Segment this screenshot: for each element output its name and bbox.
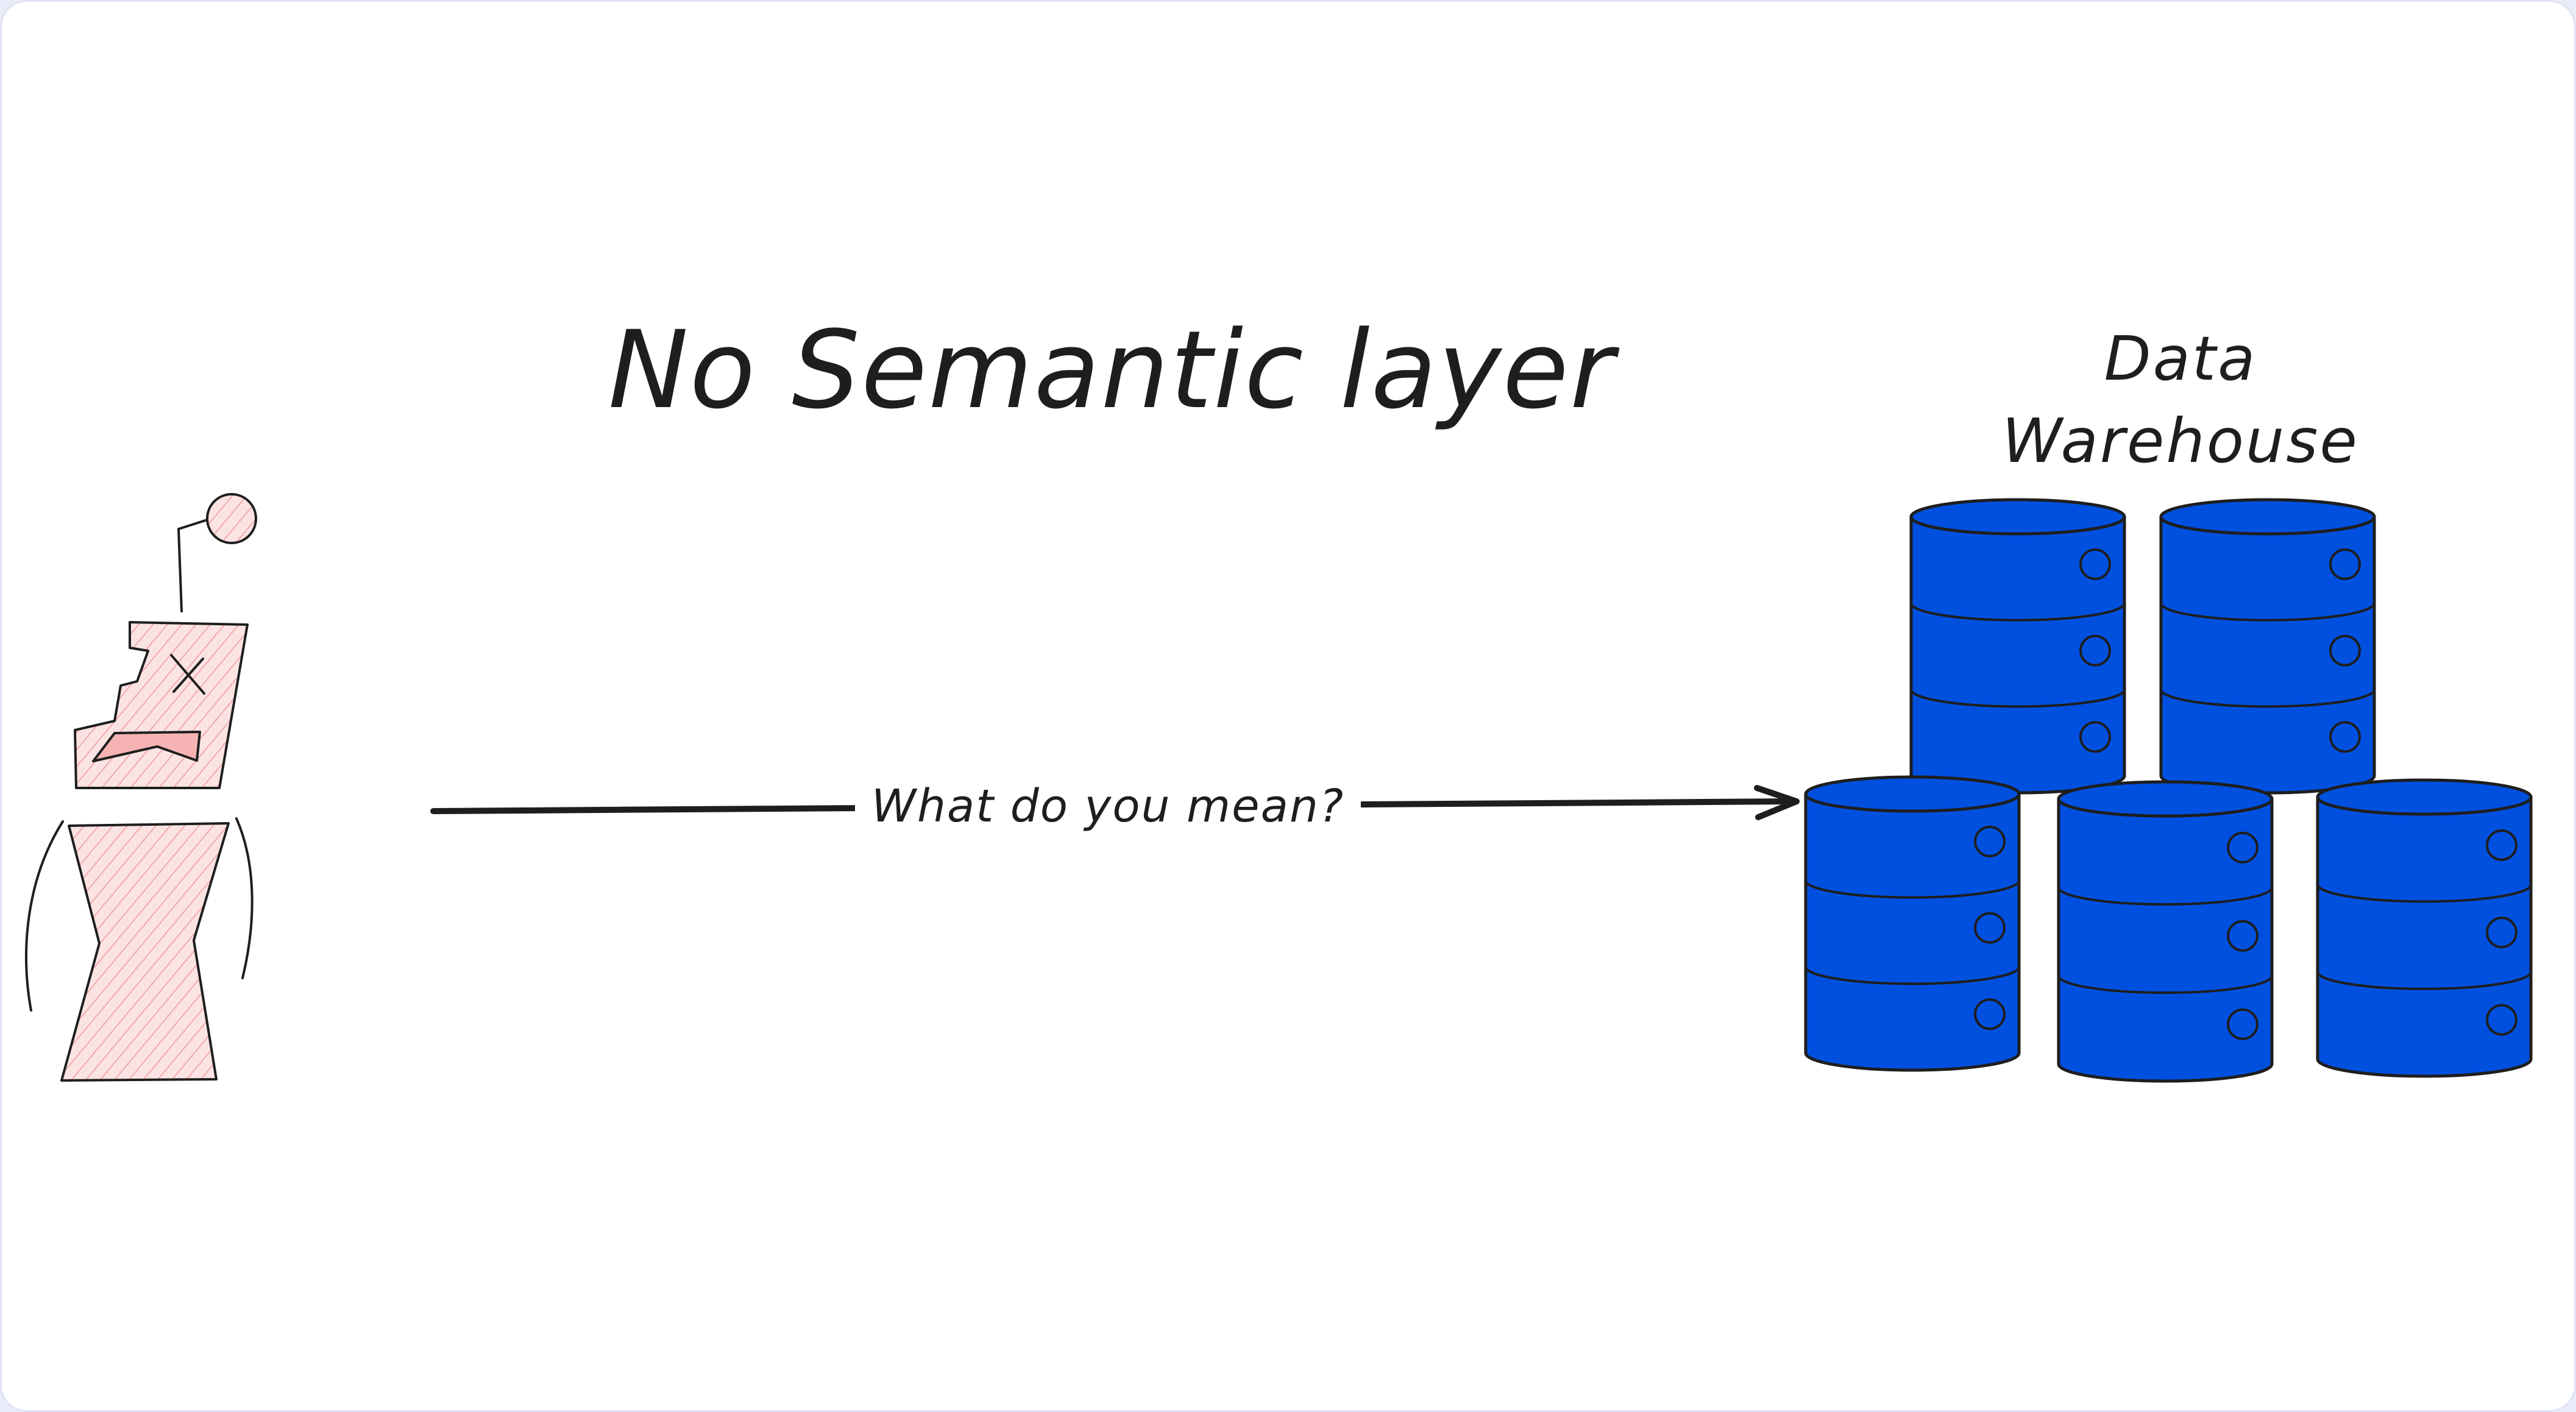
cylinder-body bbox=[1804, 792, 2021, 1072]
cylinder-band-line bbox=[2160, 689, 2376, 708]
cylinder-indicator-icon bbox=[2486, 917, 2517, 949]
cylinder-indicator-icon bbox=[2329, 634, 2361, 667]
cylinder-band-line bbox=[1804, 880, 2020, 899]
warehouse-label-line1: Data bbox=[2104, 323, 2257, 394]
cylinder-band-line bbox=[1910, 603, 2126, 622]
database-cylinder-icon bbox=[1909, 498, 2126, 795]
warehouse-label-line2: Warehouse bbox=[2002, 405, 2359, 477]
cylinder-indicator-icon bbox=[2486, 1004, 2517, 1036]
cylinder-band-line bbox=[2316, 884, 2532, 903]
person-right-arm-icon bbox=[235, 817, 254, 979]
cylinder-indicator-icon bbox=[2227, 1008, 2258, 1040]
arrowhead-icon bbox=[1754, 785, 1800, 820]
cylinder-top bbox=[2316, 778, 2533, 816]
cylinder-indicator-icon bbox=[2079, 548, 2111, 580]
cylinder-band-line bbox=[1804, 967, 2020, 985]
cylinder-top bbox=[2159, 498, 2376, 536]
cylinder-top bbox=[1909, 498, 2126, 536]
connector-label: What do you mean? bbox=[871, 780, 1344, 832]
cylinder-indicator-icon bbox=[2486, 829, 2517, 861]
database-cylinder-icon bbox=[2159, 498, 2376, 795]
database-cylinder-icon bbox=[2316, 778, 2533, 1078]
cylinder-indicator-icon bbox=[2329, 721, 2361, 753]
cylinder-indicator-icon bbox=[1974, 825, 2006, 857]
person-antenna-icon bbox=[177, 519, 208, 612]
connector-label-bg bbox=[855, 776, 1361, 837]
cylinder-indicator-icon bbox=[2329, 548, 2361, 580]
person-left-arm-icon bbox=[25, 820, 64, 1012]
person-head-icon bbox=[206, 493, 257, 544]
database-cylinder-icon bbox=[2057, 780, 2274, 1083]
cylinder-band-line bbox=[2316, 971, 2532, 990]
cylinder-indicator-icon bbox=[2079, 634, 2111, 667]
cylinder-indicator-icon bbox=[2227, 831, 2258, 864]
cylinder-indicator-icon bbox=[2079, 721, 2111, 753]
cylinder-top bbox=[2057, 780, 2274, 818]
cylinder-indicator-icon bbox=[2227, 920, 2258, 952]
cylinder-top bbox=[1804, 775, 2021, 813]
person-body-icon bbox=[60, 822, 230, 1082]
person-mouth-icon bbox=[92, 731, 201, 762]
diagram-title: No Semantic layer bbox=[608, 308, 1620, 433]
cylinder-band-line bbox=[2057, 887, 2273, 906]
cylinder-body bbox=[2057, 797, 2274, 1083]
confused-person-icon bbox=[25, 493, 257, 1082]
cylinder-body bbox=[2316, 795, 2533, 1078]
cylinder-indicator-icon bbox=[1974, 912, 2006, 944]
cylinder-band-line bbox=[2057, 975, 2273, 994]
person-face-icon bbox=[74, 621, 249, 789]
cylinder-band-line bbox=[2160, 603, 2376, 622]
cylinder-indicator-icon bbox=[1974, 998, 2006, 1031]
person-eye-stroke-2 bbox=[172, 658, 204, 693]
cylinder-band-line bbox=[1910, 689, 2126, 708]
warehouse-label: Data Warehouse bbox=[2002, 323, 2359, 477]
database-cylinder-group bbox=[1804, 498, 2533, 1083]
database-cylinder-icon bbox=[1804, 775, 2021, 1072]
